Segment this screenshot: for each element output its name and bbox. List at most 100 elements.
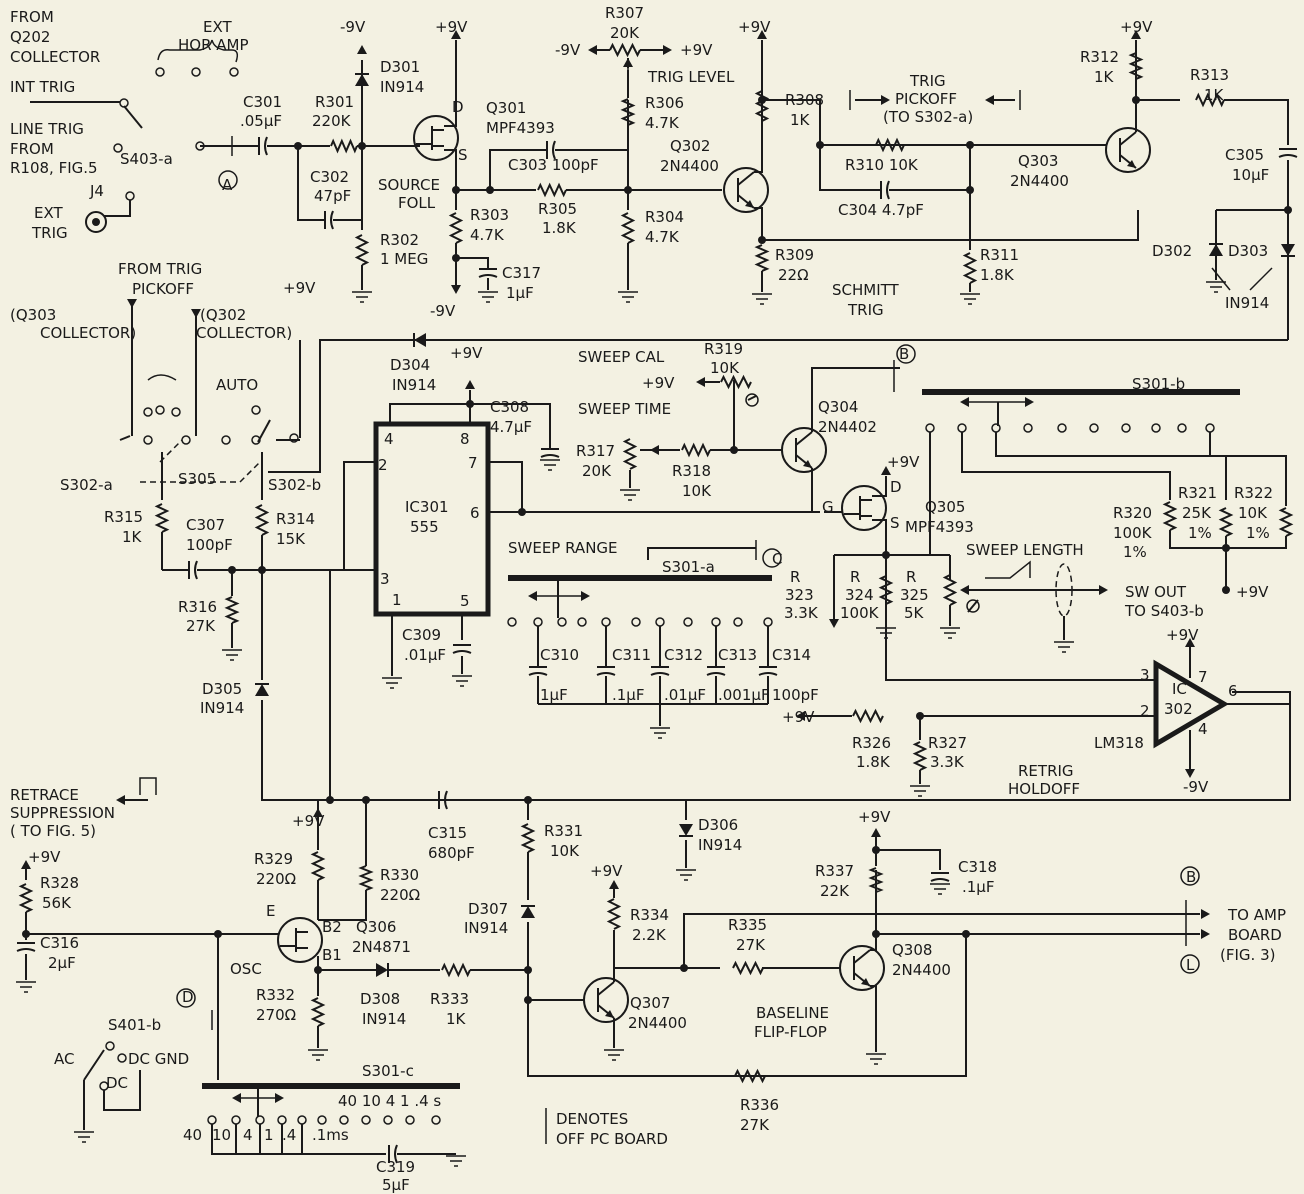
r322-tol: 1% (1246, 524, 1270, 542)
c317-value: 1µF (506, 284, 534, 302)
terminal (277, 1115, 287, 1125)
junction-dot (22, 930, 30, 938)
s301c-upper-ranges: 40 10 4 1 .4 s (338, 1092, 441, 1110)
rail-plus9-r312: +9V (1120, 18, 1153, 36)
wire (318, 890, 367, 921)
j4-label: J4 (89, 182, 104, 200)
r336-ref: R336 (740, 1096, 779, 1114)
terminal (957, 423, 967, 433)
rail-plus9-r308: +9V (738, 18, 771, 36)
transistor-icon (1105, 127, 1151, 173)
ic302-pin4: 4 (1198, 720, 1208, 738)
terminal (533, 617, 543, 627)
line-trig-l3: R108, FIG.5 (10, 159, 98, 177)
wire (103, 1070, 141, 1111)
ground-icon (603, 1049, 625, 1061)
wire (885, 555, 1150, 681)
annotation-arrow (1211, 267, 1231, 291)
terminal (221, 435, 231, 445)
ic301-pin2: 2 (378, 456, 388, 474)
transistor-icon (795, 431, 813, 446)
r324-value: 100K (840, 604, 880, 622)
capacitor-icon (528, 672, 548, 676)
resistor-icon (942, 574, 958, 606)
r304-ref: R304 (645, 208, 684, 226)
retrace-l1: RETRACE (10, 786, 79, 804)
resistor-icon (520, 823, 536, 853)
c305-value: 10µF (1232, 166, 1269, 184)
line-trig-l2: FROM (10, 140, 54, 158)
terminal (925, 423, 935, 433)
gang-link (159, 439, 183, 463)
d307-value: IN914 (464, 919, 508, 937)
c305-ref: C305 (1225, 146, 1264, 164)
ic302-ref-ic: IC (1172, 680, 1187, 698)
trig-level-label: TRIG LEVEL (647, 68, 735, 86)
rail-arrow-icon (588, 45, 597, 55)
s301c-range-4: 4 (243, 1126, 253, 1144)
resistor-icon (620, 212, 636, 244)
r330-ref: R330 (380, 866, 419, 884)
ac-label: AC (54, 1050, 74, 1068)
baseline-l2: FLIP-FLOP (754, 1023, 827, 1041)
wire (872, 519, 887, 555)
c307-value: 100pF (186, 536, 233, 554)
terminal (105, 1041, 115, 1051)
resistor-icon (962, 252, 978, 284)
terminal (655, 617, 665, 627)
fet-icon (413, 115, 459, 161)
terminal (231, 1115, 241, 1125)
d305-ref: D305 (202, 680, 242, 698)
resistor-icon (620, 98, 636, 126)
capacitor-icon (16, 948, 36, 952)
wire (876, 849, 941, 870)
rail-plus9-r334: +9V (590, 862, 623, 880)
wire (754, 207, 763, 240)
junction-dot (962, 930, 970, 938)
ic301-pin6: 6 (470, 504, 480, 522)
rail-minus9-ic302: -9V (1183, 778, 1209, 796)
line-trig-l1: LINE TRIG (10, 120, 84, 138)
r329-value: 220Ω (256, 870, 296, 888)
transistor-icon (737, 171, 755, 186)
wires (22, 40, 1292, 1155)
r329-ref: R329 (254, 850, 293, 868)
node-marker (896, 344, 916, 364)
q301-pin-s: S (458, 146, 468, 164)
trim-icon (966, 599, 980, 613)
ic302-ref-num: 302 (1164, 700, 1193, 718)
resistor-icon (720, 374, 752, 390)
q307-ref: Q307 (630, 994, 670, 1012)
q303-coll-l1: (Q303 (10, 306, 56, 324)
terminal (361, 1115, 371, 1125)
ground-icon (445, 1155, 467, 1167)
r314-ref: R314 (276, 510, 315, 528)
rail-arrow-icon (609, 880, 619, 889)
node-marker (218, 170, 238, 190)
ic301-pin7: 7 (468, 454, 478, 472)
ext-trig-l1: EXT (34, 204, 63, 222)
resistor-icon (18, 883, 34, 913)
r318-ref: R318 (672, 462, 711, 480)
rail-plus9-ic301: +9V (450, 344, 483, 362)
trig-pickoff-l2: PICKOFF (895, 90, 957, 108)
source-foll-l1: SOURCE (378, 176, 440, 194)
rail-minus9-r303: -9V (430, 302, 456, 320)
r327-ref: R327 (928, 734, 967, 752)
ic302-body (1153, 659, 1229, 749)
wire (1226, 536, 1287, 549)
d304-value: IN914 (392, 376, 436, 394)
r316-ref: R316 (178, 598, 217, 616)
capacitor-icon (650, 672, 670, 676)
r332-ref: R332 (256, 986, 295, 1004)
ic301-pin4: 4 (384, 430, 394, 448)
ground-icon (617, 291, 639, 303)
d303-label: D303 (1228, 242, 1268, 260)
diode-icon (679, 824, 693, 836)
sw-out-l1: SW OUT (1125, 583, 1187, 601)
schmitt-l1: SCHMITT (832, 281, 900, 299)
r307-value: 20K (610, 24, 640, 42)
rail-arrow-icon (757, 30, 767, 39)
wire (444, 149, 490, 191)
wire (104, 196, 131, 217)
